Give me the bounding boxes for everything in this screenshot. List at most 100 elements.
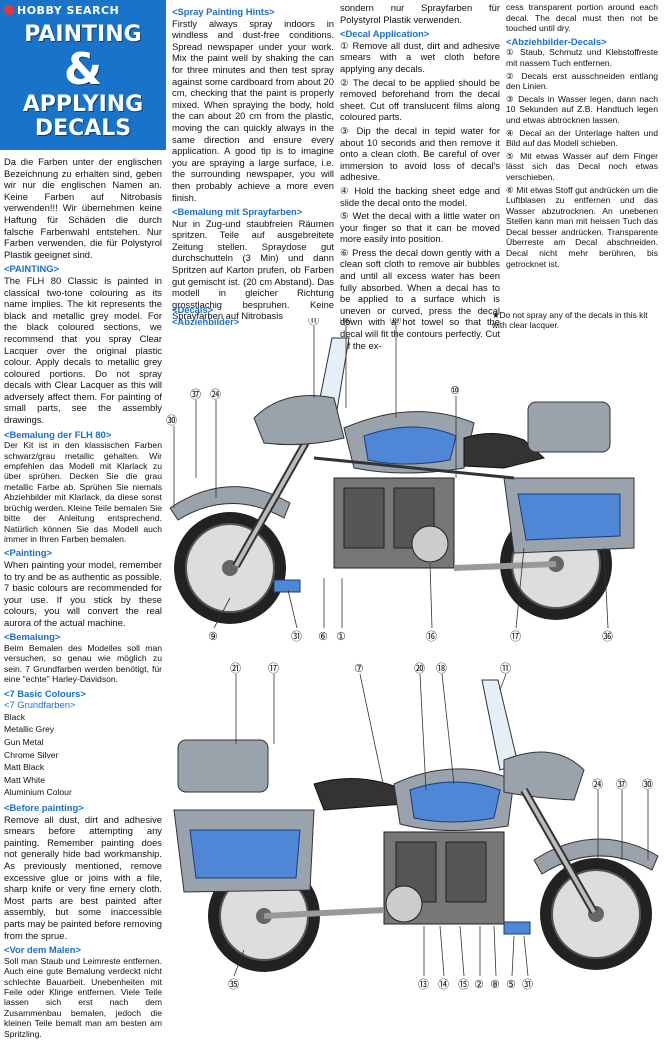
callout: ⑩ [450, 384, 460, 397]
before-painting-text: Remove all dust, dirt and adhesive smear… [4, 813, 162, 941]
basic-colours-heading-de: <7 Grundfarben> [4, 699, 76, 711]
before-painting-heading: <Before painting> [4, 802, 84, 814]
seat [313, 778, 405, 811]
intro-text: Da die Farben unter der englischen Bezei… [4, 156, 162, 260]
colour-item: Black [4, 711, 26, 722]
decal-step: ④ Hold the backing sheet edge and slide … [340, 184, 500, 208]
painting-text: The FLH 80 Classic is painted in classic… [4, 274, 162, 426]
saddlebag-decal [189, 829, 301, 879]
tank-decal [363, 426, 457, 465]
abz-step: ⑥ Mit etwas Stoff gut andrücken um die L… [506, 184, 658, 269]
callout: ⑰ [268, 662, 279, 675]
callout: ⑦ [354, 662, 364, 675]
front-wheel [174, 512, 286, 624]
callout: ㉔ [592, 778, 603, 791]
decals-heading-block: <Decals> <Abziehbilder> [172, 304, 332, 327]
motorcycle-diagram-bottom: ㉑ ⑰ ⑦ ⑳ ⑱ ⑪ ㉔ ㊲ ㉚ ㉟ ⑬ ⑭ ⑮ ② ⑧ ⑤ ㉛ [173, 662, 659, 990]
front-fender [169, 486, 291, 521]
spray-hints-text: Firstly always spray indoors in windless… [172, 17, 334, 203]
vor-dem-malen-text: Soll man Staub und Leimreste entfernen. … [4, 955, 162, 1039]
callout: ⑱ [436, 662, 447, 675]
front-wheel [540, 858, 652, 970]
decal-step: ⑤ Wet the decal with a little water on y… [340, 210, 500, 245]
column-2: <Spray Painting Hints> Firstly always sp… [172, 6, 334, 324]
tour-pack [527, 401, 611, 453]
bemalung-flh-heading: <Bemalung der FLH 80> [4, 428, 112, 440]
callout: ⑭ [438, 978, 449, 990]
callout: ⑯ [426, 630, 437, 643]
title-ampersand: & [63, 44, 103, 95]
brand-name: HOBBY SEARCH [17, 4, 120, 17]
seat [463, 433, 546, 469]
sprayfarben-text: Nur in Zug-und staubfreien Räumen spritz… [172, 217, 334, 322]
fairing [503, 751, 585, 801]
col3-top-text: sondern nur Sprayfarben für Polystyrol P… [340, 2, 500, 25]
decal-step: ⑥ Press the decal down gently with a cle… [340, 246, 500, 351]
colour-item: Matt Black [4, 762, 45, 773]
motorcycle-diagram-top: ⑪ ⑱ ⑲ ⑩ ㉚ ㊲ ㉔ ⑨ ㉛ ⑥ ① ⑯ ⑰ ㊱ [166, 318, 635, 643]
callout: ⑥ [318, 630, 328, 643]
callout: ⑳ [414, 662, 425, 675]
tank-decal [409, 781, 501, 823]
callout: ㉛ [291, 630, 302, 643]
callout: ⑬ [418, 978, 429, 990]
saddlebag-decal [517, 493, 621, 541]
colour-item: Metallic Grey [4, 724, 55, 735]
basic-colours-heading: <7 Basic Colours> [4, 687, 86, 699]
sprayfarben-heading: <Bemalung mit Sprayfarben> [172, 206, 303, 218]
callout: ② [474, 978, 484, 990]
colour-item: Chrome Silver [4, 749, 59, 760]
title-line-4: DECALS [34, 116, 132, 141]
abz-step: ① Staub, Schmutz und Klebstoffreste mit … [506, 47, 658, 68]
callout: ㉚ [166, 414, 177, 427]
callout: ⑧ [490, 978, 500, 990]
painting2-heading: <Painting> [4, 547, 52, 559]
bemalung-flh-text: Der Kit ist in den klassischen Farben sc… [4, 440, 162, 544]
decals-heading: <Decals> [172, 304, 214, 315]
callout: ㊲ [190, 388, 201, 401]
callout: ⑨ [208, 630, 218, 643]
callout: ㊱ [602, 630, 613, 643]
bemalung-heading: <Bemalung> [4, 631, 61, 643]
vor-dem-malen-heading: <Vor dem Malen> [4, 944, 81, 956]
decal-step: ① Remove all dust, dirt and adhesive sme… [340, 39, 500, 74]
title-line-1: PAINTING [24, 22, 142, 47]
decal-application-heading: <Decal Application> [340, 28, 430, 40]
callout: ㉑ [230, 662, 241, 675]
column-3: sondern nur Sprayfarben für Polystyrol P… [340, 2, 500, 353]
brand-dot-icon [4, 5, 14, 15]
callout: ⑪ [308, 318, 319, 327]
col4-top-text: cess transparent portion around each dec… [506, 2, 658, 34]
colour-item: Gun Metal [4, 737, 44, 748]
colour-item: Aluminium Colour [4, 787, 72, 798]
abz-step: ④ Decal an der Unterlage halten und Bild… [506, 127, 658, 149]
decals-heading-de: <Abziehbilder> [172, 315, 240, 327]
callout: ㉛ [522, 978, 533, 990]
title-line-3: APPLYING [22, 92, 144, 117]
painting-heading: <PAINTING> [4, 263, 60, 275]
decal-step: ② The decal to be applied should be remo… [340, 76, 500, 123]
tour-pack [177, 739, 269, 793]
decals-note: ★Do not spray any of the decals in this … [492, 310, 648, 330]
column-1: Da die Farben unter der englischen Bezei… [4, 156, 162, 1041]
callout: ⑪ [500, 662, 511, 675]
callout: ⑰ [510, 630, 521, 643]
callout: ⑮ [458, 978, 469, 990]
callout: ㉔ [210, 388, 221, 401]
column-4: cess transparent portion around each dec… [506, 2, 658, 271]
title-block: HOBBY SEARCH PAINTING & APPLYING DECALS [0, 0, 166, 150]
callout: ㉚ [642, 778, 653, 791]
plate-decal [503, 921, 531, 935]
abziehbilder-heading: <Abziehbilder-Decals> [506, 35, 607, 47]
callout: ⑤ [506, 978, 516, 990]
callout: ⑲ [390, 318, 401, 327]
fairing [253, 395, 345, 446]
callout: ⑱ [340, 318, 351, 327]
colour-item: Matt White [4, 774, 46, 785]
brand-logo: HOBBY SEARCH [4, 4, 119, 17]
abz-step: ② Decals erst ausschneiden entlang den L… [506, 70, 658, 92]
painting2-text: When painting your model, remember to tr… [4, 558, 162, 628]
bemalung-text: Beim Bemalen des Modelles soll man versu… [4, 643, 162, 685]
callout: ㊲ [616, 778, 627, 791]
abz-step: ③ Decals in Wasser legen, dann nach 10 S… [506, 93, 658, 125]
